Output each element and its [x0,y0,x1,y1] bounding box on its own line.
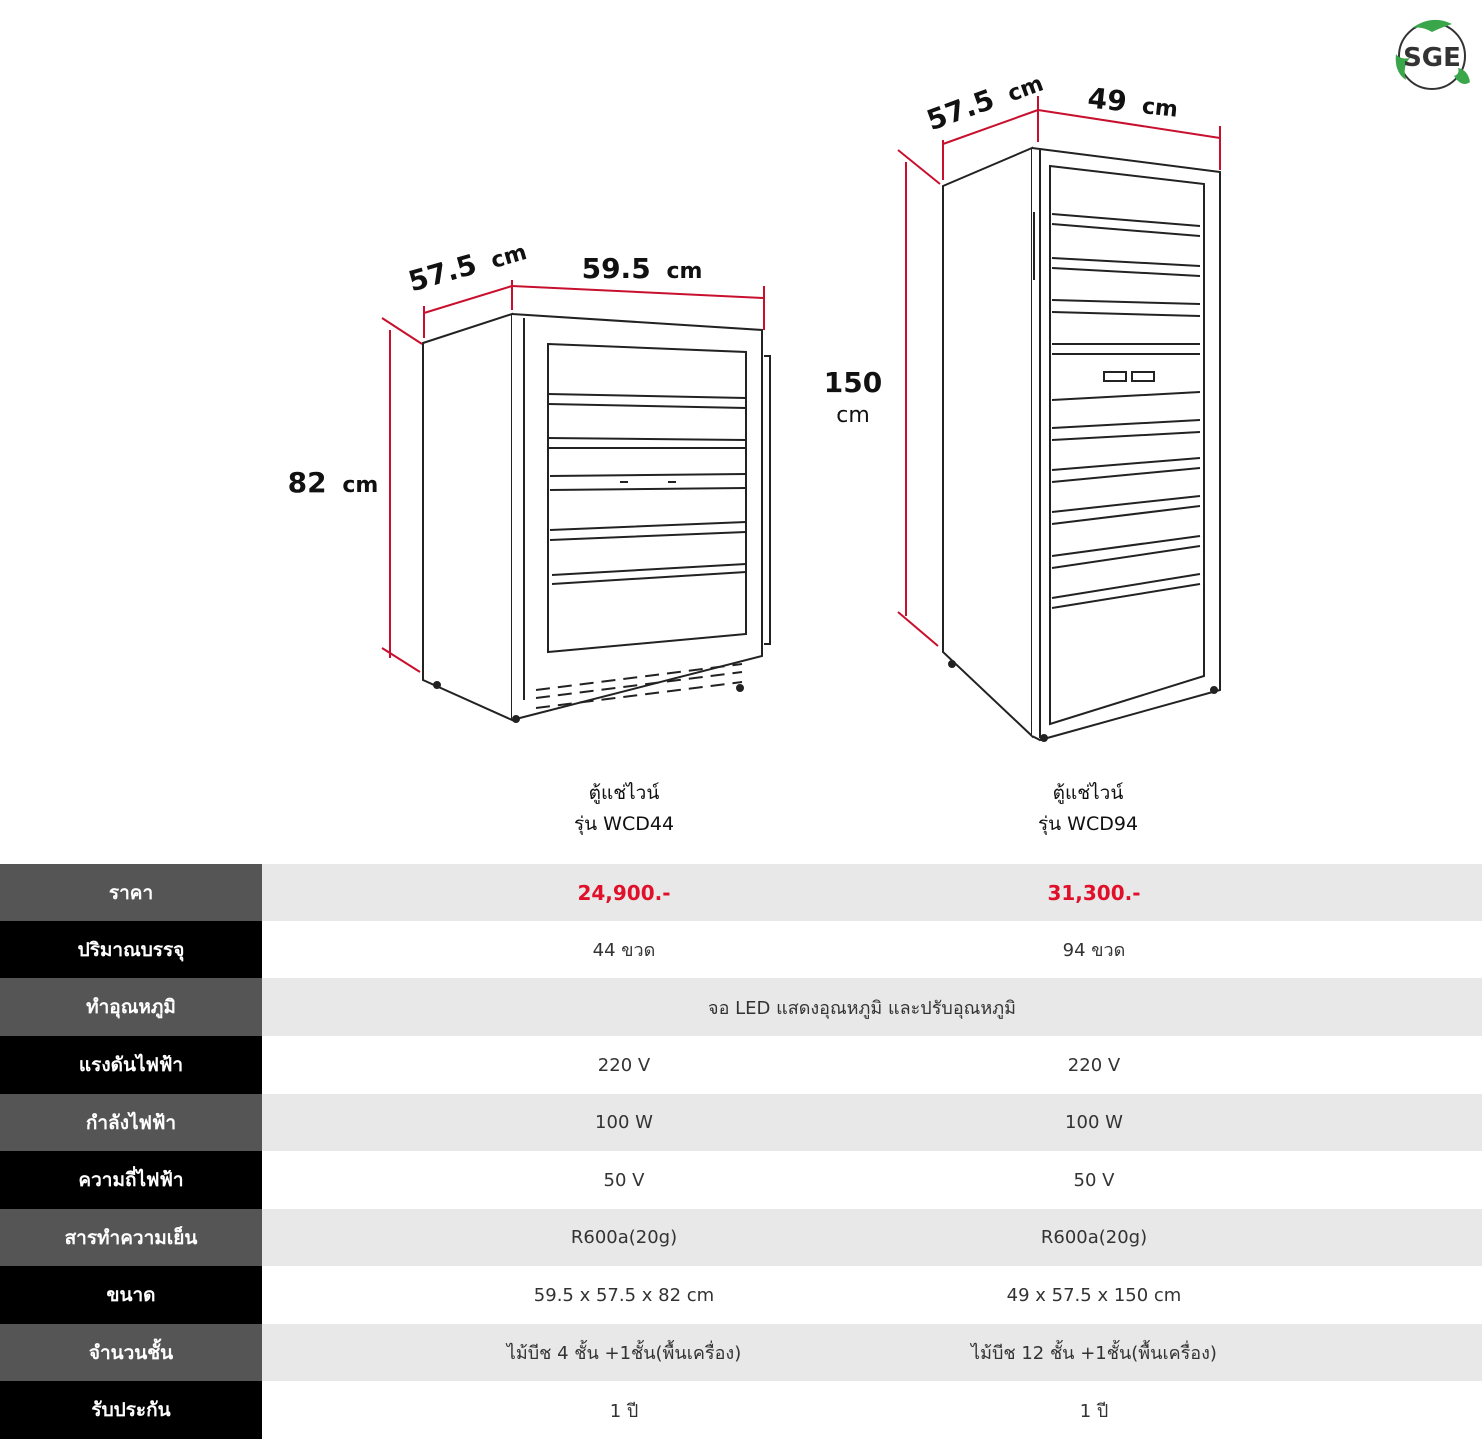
spec-value-wcd44: 1 ปี [609,1400,639,1422]
spec-value-wcd94: 50 V [1073,1169,1115,1191]
svg-text:59.5 cm: 59.5 cm [582,252,703,285]
wcd94-width-unit: cm [1141,94,1179,123]
spec-value-wcd44: R600a(20g) [570,1227,678,1248]
wcd94-depth-unit: cm [1004,71,1046,107]
wcd44-caption: ตู้แช่ไวน์ รุ่น WCD44 [474,778,774,840]
spec-values: ไม้บีช 4 ชั้น +1ชั้น(พื้นเครื่อง) ไม้บีช … [262,1324,1482,1381]
spec-values: 59.5 x 57.5 x 82 cm 49 x 57.5 x 150 cm [262,1266,1482,1324]
spec-value-wcd94: 49 x 57.5 x 150 cm [1006,1284,1182,1306]
spec-row: กำลังไฟฟ้า 100 W 100 W [0,1094,1482,1151]
spec-row: จำนวนชั้นไม้บีช 4 ชั้น +1ชั้น(พื้นเครื่อ… [0,1324,1482,1381]
spec-value-wcd94: ไม้บีช 12 ชั้น +1ชั้น(พื้นเครื่อง) [971,1343,1217,1364]
spec-value-wcd44: 24,900.- [577,880,671,905]
wcd44-depth-unit: cm [488,240,529,274]
wcd94-drawing [942,146,1221,742]
spec-value-wcd44: 220 V [597,1054,651,1076]
spec-table: ราคา 24,900.- 31,300.- ปริมาณบรรจุ 44 ขวด 94 … [0,864,1482,1439]
spec-value-wcd44: 59.5 x 57.5 x 82 cm [533,1284,715,1306]
wcd94-caption: ตู้แช่ไวน์ รุ่น WCD94 [938,778,1238,840]
spec-label: ทำอุณหภูมิ [0,978,262,1036]
spec-label: สารทำความเย็น [0,1209,262,1266]
wcd44-width-value: 59.5 [582,252,651,285]
spec-values: 44 ขวด 94 ขวด [262,921,1482,978]
spec-value-wcd94: 100 W [1065,1112,1123,1133]
wcd44-drawing [422,312,771,723]
svg-text:57.5 cm: 57.5 cm [922,65,1047,137]
spec-value-wcd94: 31,300.- [1047,880,1141,905]
spec-value-wcd44: 100 W [595,1112,653,1133]
spec-label: แรงดันไฟฟ้า [0,1036,262,1094]
spec-value-wcd44: 44 ขวด [592,940,656,961]
wcd94-caption-line2: รุ่น WCD94 [1037,813,1139,835]
spec-value-wcd44: 50 V [603,1169,645,1191]
spec-label: ราคา [0,864,262,921]
svg-text:49 cm: 49 cm [1086,81,1180,123]
spec-label: จำนวนชั้น [0,1324,262,1381]
spec-label: ปริมาณบรรจุ [0,921,262,978]
spec-row: แรงดันไฟฟ้า 220 V 220 V [0,1036,1482,1094]
spec-value-wcd94: 220 V [1067,1054,1121,1076]
spec-row: ความถี่ไฟฟ้า 50 V 50 V [0,1151,1482,1209]
wcd44-dimension-lines [381,280,765,673]
logo-text: SGE [1403,43,1461,73]
spec-label: รับประกัน [0,1381,262,1439]
spec-values: จอ LED แสดงอุณหภูมิ และปรับอุณหภูมิ [262,978,1482,1036]
spec-value-wcd94: 1 ปี [1079,1400,1109,1422]
spec-value-shared: จอ LED แสดงอุณหภูมิ และปรับอุณหภูมิ [708,997,1016,1019]
spec-values: R600a(20g) R600a(20g) [262,1209,1482,1266]
spec-values: 50 V 50 V [262,1151,1482,1209]
spec-label: ขนาด [0,1266,262,1324]
wcd44-height-unit: cm [342,473,378,498]
wcd94-height-value: 150 [824,366,882,399]
spec-value-wcd44: ไม้บีช 4 ชั้น +1ชั้น(พื้นเครื่อง) [506,1343,742,1364]
spec-row: ราคา 24,900.- 31,300.- [0,864,1482,921]
wcd94-caption-line1: ตู้แช่ไวน์ [1052,782,1124,804]
spec-row: ปริมาณบรรจุ 44 ขวด 94 ขวด [0,921,1482,978]
spec-row: สารทำความเย็น R600a(20g) R600a(20g) [0,1209,1482,1266]
sge-logo: SGE [1395,19,1470,90]
spec-values: 100 W 100 W [262,1094,1482,1151]
spec-label: กำลังไฟฟ้า [0,1094,262,1151]
spec-values: 24,900.- 31,300.- [262,864,1482,921]
spec-value-wcd94: 94 ขวด [1062,940,1126,961]
wcd94-height-unit: cm [836,403,870,428]
product-drawings: 57.5 cm 59.5 cm 82 cm 57.5 cm 49 cm 150 … [288,65,1221,742]
spec-values: 220 V 220 V [262,1036,1482,1094]
svg-text:82 cm: 82 cm [288,466,379,499]
spec-row: รับประกัน 1 ปี 1 ปี [0,1381,1482,1439]
spec-row: ทำอุณหภูมิ จอ LED แสดงอุณหภูมิ และปรับอุณ… [0,978,1482,1036]
wcd44-width-unit: cm [666,259,702,284]
wcd44-caption-line1: ตู้แช่ไวน์ [588,782,660,804]
wcd94-width-value: 49 [1086,81,1128,118]
wcd94-dimension-lines [897,96,1221,647]
spec-row: ขนาด 59.5 x 57.5 x 82 cm 49 x 57.5 x 150 c… [0,1266,1482,1324]
wcd44-height-value: 82 [288,466,327,499]
spec-values: 1 ปี 1 ปี [262,1381,1482,1439]
wcd44-caption-line2: รุ่น WCD44 [573,813,675,835]
spec-value-wcd94: R600a(20g) [1040,1227,1148,1248]
wcd44-depth-value: 57.5 [405,248,481,299]
spec-label: ความถี่ไฟฟ้า [0,1151,262,1209]
